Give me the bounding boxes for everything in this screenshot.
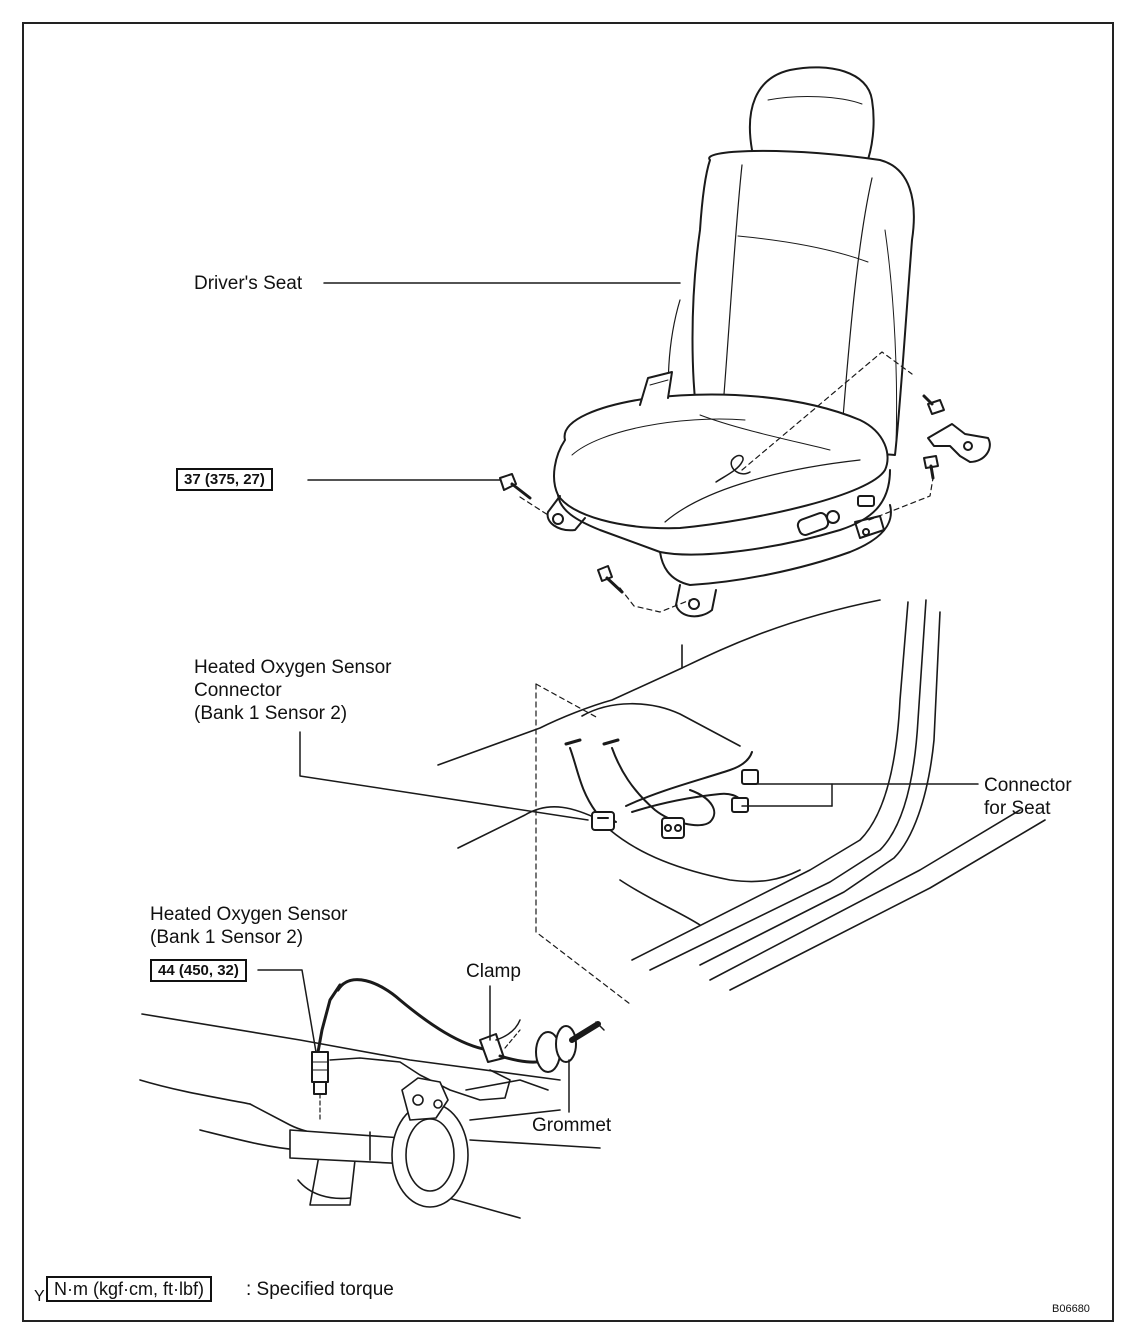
sensor-torque-label: 44 (450, 32) — [150, 959, 247, 982]
ho2s-label-line2: (Bank 1 Sensor 2) — [150, 927, 304, 948]
legend-torque-unit-box: N·m (kgf·cm, ft·lbf) — [46, 1276, 212, 1302]
bolt-icon — [922, 394, 945, 415]
seat-connector-icon — [731, 769, 759, 813]
drivers-seat-label: Driver's Seat — [194, 273, 303, 294]
ho2s-connector-label-line3: (Bank 1 Sensor 2) — [194, 703, 348, 724]
connector-for-seat-label-line1: Connector — [984, 775, 1072, 796]
ho2s-label-line1: Heated Oxygen Sensor — [150, 904, 348, 925]
grommet-icon — [498, 1021, 605, 1073]
bolt-icon — [499, 473, 532, 500]
connector-for-seat-label-line2: for Seat — [984, 798, 1051, 819]
bolt-icon — [597, 565, 624, 594]
ho2s-connector-label-line1: Heated Oxygen Sensor — [194, 657, 392, 678]
figure-frame — [22, 22, 1114, 1322]
legend-marker: Y — [34, 1288, 45, 1305]
drivers-seat-illustration — [499, 66, 991, 618]
grommet-label: Grommet — [532, 1115, 612, 1136]
seat-bolt-torque-label: 37 (375, 27) — [176, 468, 273, 491]
ho2s-connector-icon — [591, 811, 615, 831]
ho2s-connector-mate-icon — [661, 817, 685, 839]
clamp-label: Clamp — [466, 961, 521, 982]
exhaust-underbody-illustration — [139, 1013, 601, 1219]
oxygen-sensor-icon — [311, 978, 490, 1121]
figure-code: B06680 — [1052, 1303, 1090, 1315]
leader-lines — [257, 282, 979, 1113]
ho2s-connector-label-line2: Connector — [194, 680, 282, 701]
legend-text: : Specified torque — [246, 1279, 394, 1300]
bolt-icon — [923, 455, 939, 480]
